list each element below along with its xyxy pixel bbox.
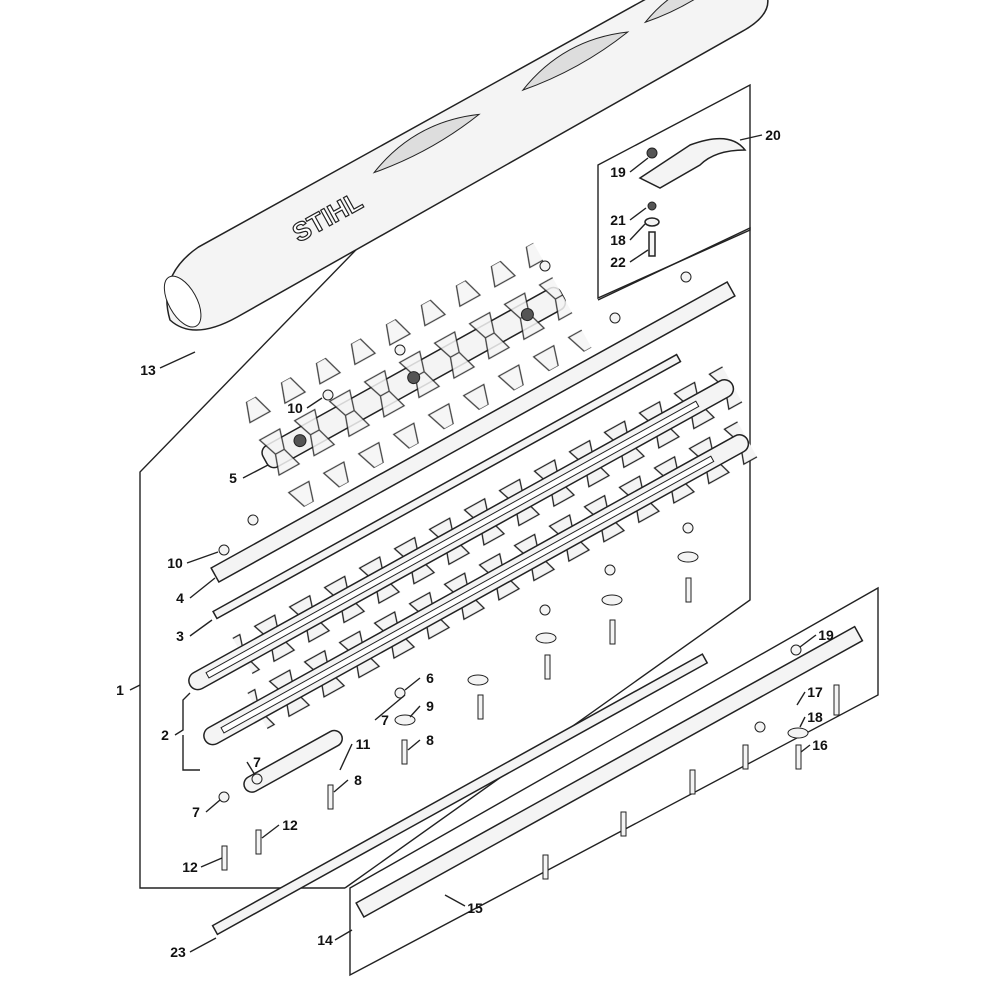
bottom-strip <box>211 653 709 936</box>
callout-7[interactable]: 7 <box>381 712 389 728</box>
frame-assembly-14 <box>349 586 879 977</box>
callout-14[interactable]: 14 <box>317 932 333 948</box>
cutting-blade-upper <box>188 358 747 691</box>
callout-13[interactable]: 13 <box>140 362 156 378</box>
callout-12[interactable]: 12 <box>282 817 298 833</box>
drive-housing <box>235 242 592 513</box>
callout-12[interactable]: 12 <box>182 859 198 875</box>
callout-11[interactable]: 11 <box>355 736 371 752</box>
callout-22[interactable]: 22 <box>610 254 626 270</box>
callout-19[interactable]: 19 <box>610 164 626 180</box>
callout-21[interactable]: 21 <box>610 212 626 228</box>
leader-lines <box>129 134 817 953</box>
callout-9[interactable]: 9 <box>426 698 434 714</box>
callout-7[interactable]: 7 <box>253 754 261 770</box>
cutting-blade-lower <box>203 413 762 746</box>
blade-tip-guard <box>638 137 747 257</box>
callout-23[interactable]: 23 <box>170 944 186 960</box>
fasteners <box>218 260 840 880</box>
callout-6[interactable]: 6 <box>426 670 434 686</box>
callout-16[interactable]: 16 <box>812 737 828 753</box>
callout-18[interactable]: 18 <box>807 709 823 725</box>
slide-plate <box>243 729 343 793</box>
callout-3[interactable]: 3 <box>176 628 184 644</box>
callout-8[interactable]: 8 <box>354 772 362 788</box>
callout-10[interactable]: 10 <box>287 400 303 416</box>
callout-7[interactable]: 7 <box>192 804 200 820</box>
callout-20[interactable]: 20 <box>765 127 781 143</box>
callout-19[interactable]: 19 <box>818 627 834 643</box>
callout-15[interactable]: 15 <box>467 900 483 916</box>
frame-assembly-1 <box>139 219 386 889</box>
callout-1[interactable]: 1 <box>116 682 124 698</box>
support-bar <box>210 280 736 584</box>
frame-assembly-20 <box>597 83 751 300</box>
callout-10[interactable]: 10 <box>167 555 183 571</box>
spacer-strip <box>212 353 682 620</box>
callout-18[interactable]: 18 <box>610 232 626 248</box>
callout-4[interactable]: 4 <box>176 590 184 606</box>
callout-5[interactable]: 5 <box>229 470 237 486</box>
callout-2[interactable]: 2 <box>161 727 169 743</box>
callout-8[interactable]: 8 <box>426 732 434 748</box>
callout-17[interactable]: 17 <box>807 684 823 700</box>
blade-guard-tube: STIHL <box>163 0 769 331</box>
support-rail <box>355 625 864 919</box>
